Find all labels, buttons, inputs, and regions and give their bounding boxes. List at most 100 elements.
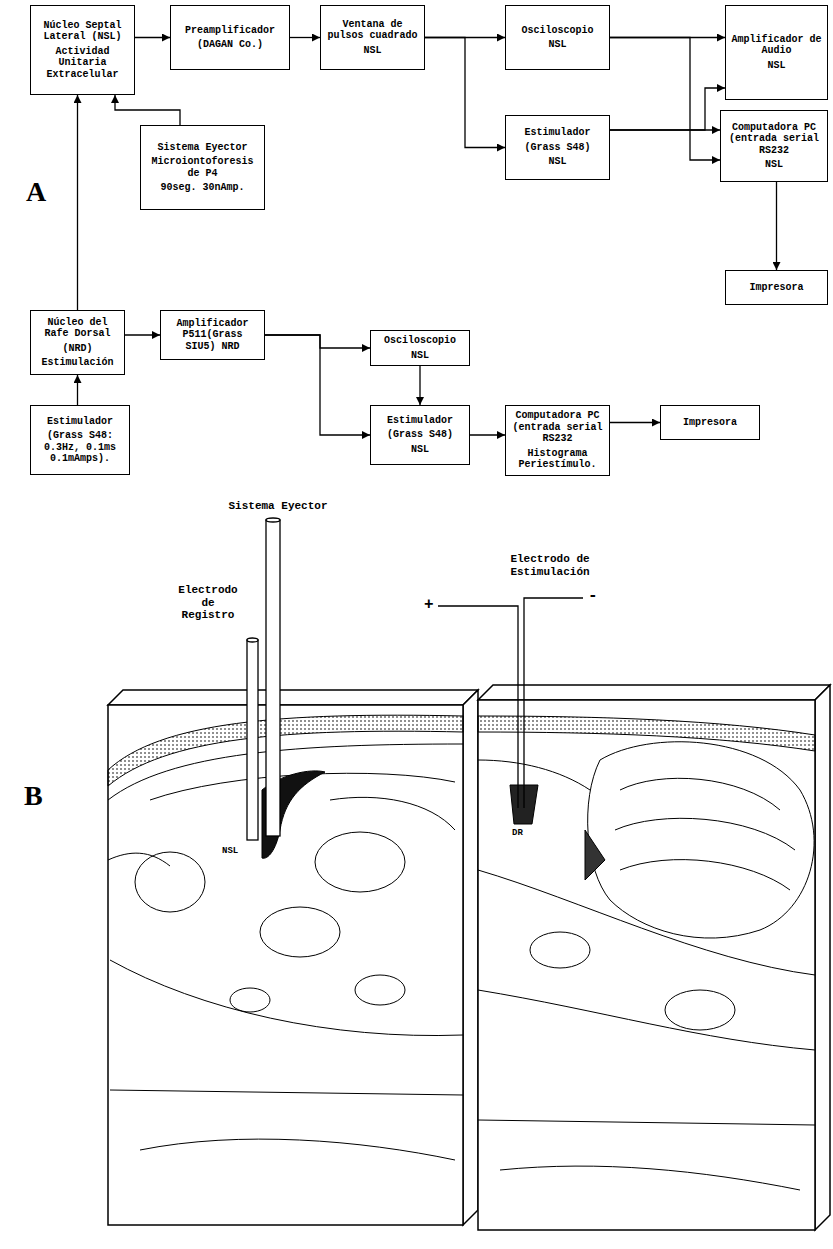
box-text: Impresora xyxy=(730,282,823,294)
box-text: (Grass S48) xyxy=(375,429,465,441)
box-text: Estimulador xyxy=(375,415,465,427)
ejector-pipette-top xyxy=(266,518,280,522)
nucleus-outline xyxy=(530,932,590,968)
panel-letter: A xyxy=(26,176,46,208)
section-line xyxy=(110,1090,463,1095)
annotation-label: Electrodo de Estimulación xyxy=(490,553,610,578)
signal-arrow xyxy=(77,375,78,405)
left-slab xyxy=(108,690,478,1225)
process-box: Núcleo Septal Lateral (NSL) Actividad Uni… xyxy=(30,5,135,95)
box-text: Computadora PC (entrada serial RS232 xyxy=(510,410,605,445)
slab-side-face xyxy=(463,690,478,1225)
recording-electrode xyxy=(247,640,258,840)
box-text: 90seg. 30nAmp. xyxy=(145,182,260,194)
polarity-sign: + xyxy=(424,596,434,614)
slab-top-face xyxy=(108,690,478,705)
stimulation-wire-negative xyxy=(524,598,583,808)
process-box: Impresora xyxy=(725,270,828,305)
box-text: (NRD) xyxy=(35,343,120,355)
box-text: Núcleo Septal Lateral (NSL) xyxy=(35,20,130,43)
box-text: Computadora PC (entrada serial RS232 xyxy=(725,122,823,157)
box-text: Preamplificador xyxy=(175,25,285,37)
process-box: Ventana de pulsos cuadradoNSL xyxy=(320,5,425,70)
panel-letter: B xyxy=(24,780,43,812)
box-text: Microiontoforesis de P4 xyxy=(145,156,260,179)
box-text: Histograma Periestímulo. xyxy=(510,448,605,471)
olfactory-outline xyxy=(108,853,170,866)
box-text: NSL xyxy=(730,60,823,72)
process-box: Preamplificador(DAGAN Co.) xyxy=(170,5,290,70)
box-text: (Grass S48) xyxy=(510,142,605,154)
hypothalamus-outline xyxy=(260,907,340,957)
brainstem-outline xyxy=(478,870,815,975)
slab-front-face xyxy=(478,700,815,1230)
process-box: Núcleo del Rafe Dorsal (NRD) Estimulación xyxy=(30,310,125,375)
brainstem-outline xyxy=(478,990,815,1050)
box-text: Sistema Eyector xyxy=(145,142,260,154)
process-box: Estimulador (Grass S48) NSL xyxy=(505,115,610,180)
polarity-sign: - xyxy=(588,587,598,605)
structure-label: NSL xyxy=(222,846,238,856)
signal-arrow xyxy=(610,422,660,423)
box-text: NSL xyxy=(375,350,465,362)
process-box: OsciloscopioNSL xyxy=(370,330,470,366)
signal-arrow xyxy=(419,366,420,405)
structure-label: DR xyxy=(512,828,523,838)
nucleus-outline xyxy=(665,990,735,1030)
section-line xyxy=(500,1166,800,1190)
signal-arrow xyxy=(265,335,370,348)
nucleus-outline xyxy=(230,988,270,1012)
box-text: NSL xyxy=(325,45,420,57)
process-box: Estimulador (Grass S48) NSL xyxy=(370,405,470,465)
process-box: Amplificador de AudioNSL xyxy=(725,5,828,100)
nucleus-outline xyxy=(355,975,405,1005)
process-box: Computadora PC (entrada serial RS232Hist… xyxy=(505,405,610,476)
ejector-pipette xyxy=(266,520,280,836)
cerebellum-folium xyxy=(620,778,780,810)
box-text: Núcleo del Rafe Dorsal xyxy=(35,317,120,340)
box-text: NSL xyxy=(510,39,605,51)
section-line xyxy=(478,1120,815,1125)
box-text: Impresora xyxy=(665,417,755,429)
box-text: Amplificador de Audio xyxy=(730,34,823,57)
box-text: Osciloscopio xyxy=(375,335,465,347)
signal-arrow xyxy=(135,37,170,38)
process-box: Impresora xyxy=(660,405,760,440)
signal-arrow xyxy=(610,88,725,130)
box-text: Estimulador xyxy=(510,127,605,139)
process-box: Computadora PC (entrada serial RS232NSL xyxy=(720,110,828,182)
signal-arrow xyxy=(610,38,720,161)
signal-arrow xyxy=(776,182,777,270)
box-text: Osciloscopio xyxy=(510,25,605,37)
thalamus-outline xyxy=(315,832,405,892)
cerebellum-folium xyxy=(615,818,795,850)
cerebellum-outline xyxy=(588,742,814,938)
recording-electrode-top xyxy=(247,638,258,642)
process-box: Estimulador (Grass S48: 0.3Hz, 0.1ms 0.1m… xyxy=(30,405,130,475)
box-text: NSL xyxy=(510,156,605,168)
process-box: Sistema EyectorMicroiontoforesis de P4 90… xyxy=(140,125,265,210)
slab-front-face xyxy=(108,705,463,1225)
box-text: Estimulador xyxy=(35,416,125,428)
signal-arrow xyxy=(265,335,370,435)
box-text: Estimulación xyxy=(35,357,120,369)
left-section-drawing xyxy=(108,715,463,1160)
stimulation-wire-positive xyxy=(438,606,518,808)
signal-arrow xyxy=(290,37,320,38)
box-text: Amplificador P511(Grass SIU5) NRD xyxy=(165,318,260,353)
slab-side-face xyxy=(815,685,830,1230)
box-text: Actividad Unitaria Extracelular xyxy=(35,46,130,81)
box-text: NSL xyxy=(725,159,823,171)
striatum-outline xyxy=(135,852,205,912)
annotation-label: Sistema Eyector xyxy=(223,500,333,513)
hippocampus-outline xyxy=(330,797,455,830)
annotation-label: Electrodo de Registro xyxy=(172,584,244,622)
box-text: NSL xyxy=(375,444,465,456)
skull-band xyxy=(478,716,815,751)
section-line xyxy=(140,1139,455,1160)
box-text: (Grass S48: 0.3Hz, 0.1ms 0.1mAmps). xyxy=(35,430,125,465)
signal-arrow xyxy=(425,38,505,148)
